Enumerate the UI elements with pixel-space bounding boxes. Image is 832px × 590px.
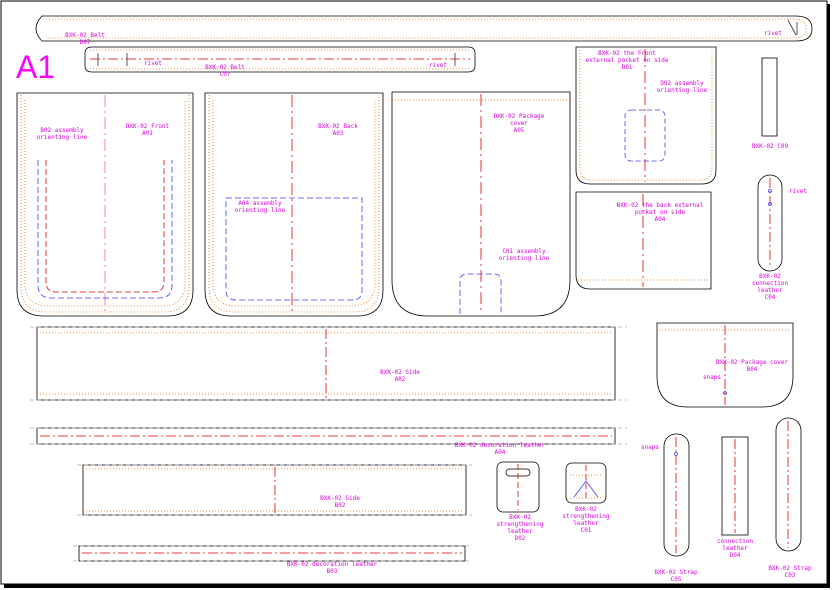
c09-label: BXK-02 C09 — [751, 143, 789, 150]
back-a03-note: A04 assembly orienting line — [234, 200, 286, 214]
back-a03-piece — [204, 92, 384, 317]
front-pocket-b01-label: BXK-02 the Front external pocket on side… — [585, 50, 669, 71]
package-b04-snaps-note: snaps — [702, 374, 722, 381]
connection-d04-piece — [721, 436, 749, 536]
belt-d07-rivet-note: rivet — [763, 30, 783, 37]
strengthening-c01-piece — [565, 462, 607, 504]
strap-c05-piece — [663, 433, 690, 557]
belt-c07-rivet-note-right: rivet — [428, 62, 448, 69]
belt-c07-rivet-note-left: rivet — [143, 60, 163, 67]
decoration-b03-piece — [73, 545, 470, 562]
strengthening-d02-piece — [496, 461, 540, 513]
belt-d07-piece — [35, 15, 813, 42]
sheet-title: A1 — [16, 49, 56, 85]
front-pocket-b01-piece — [575, 46, 717, 185]
connection-c04-piece — [757, 174, 783, 272]
side-b02-piece — [77, 464, 472, 516]
belt-c07-piece — [84, 46, 476, 73]
conn-c04-rivet-note: rivet — [788, 188, 808, 195]
strap-c03-piece — [775, 417, 802, 552]
package-cover-a05-piece — [391, 91, 571, 317]
front-a01-note: B02 assembly orienting line — [36, 127, 88, 141]
frame-shadow-bottom — [4, 584, 830, 588]
side-a02-piece — [30, 326, 627, 401]
front-pocket-b01-note: D02 assembly orienting line — [656, 80, 708, 94]
strap-c05-snaps-note: snaps — [640, 444, 660, 451]
front-a01-piece — [16, 92, 194, 317]
package-cover-b04-piece — [656, 322, 794, 408]
package-cover-a05-note: C01 assembly orienting line — [498, 248, 550, 262]
decoration-a04-piece — [30, 427, 627, 445]
frame-shadow-right — [826, 4, 830, 588]
back-pocket-a04-piece — [575, 191, 712, 290]
c09-piece — [761, 57, 778, 137]
